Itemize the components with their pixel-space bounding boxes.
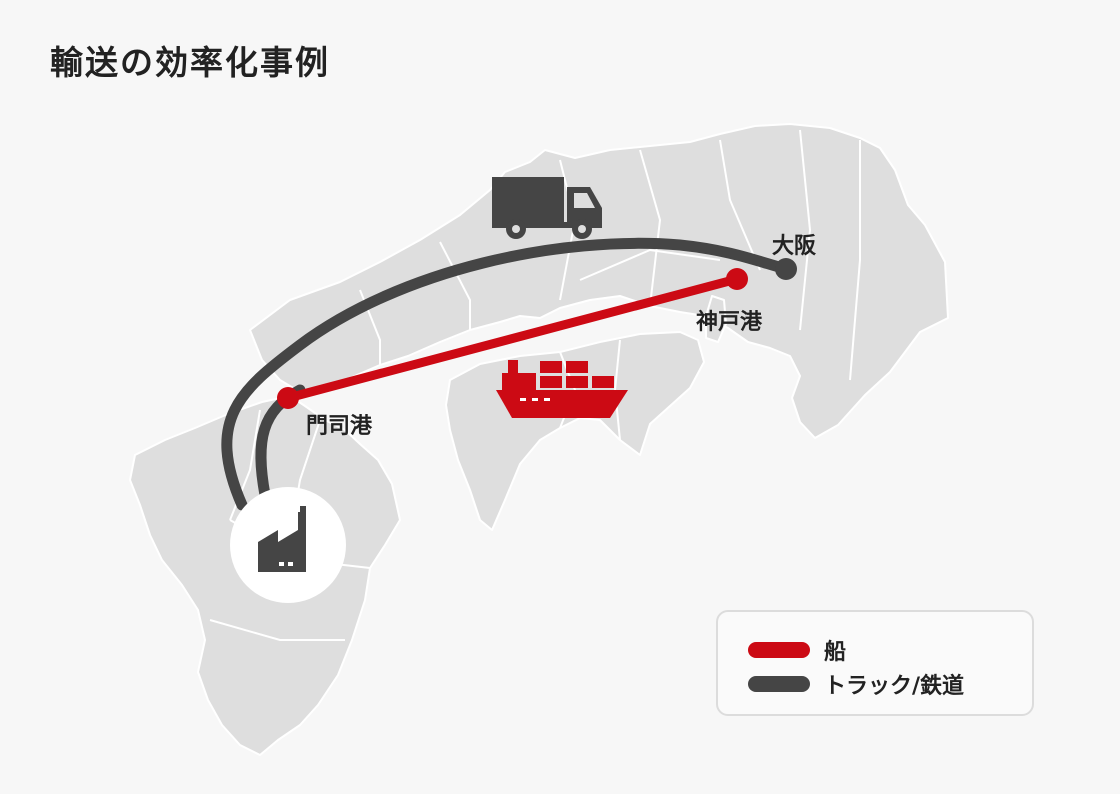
factory-icon [230,487,346,603]
honshu-region [249,123,949,439]
legend-item-truck-rail: トラック/鉄道 [748,668,964,700]
legend: 船 トラック/鉄道 [716,610,1034,716]
moji-point [277,387,299,409]
kobe-point [726,268,748,290]
truck-rail-swatch [748,676,810,692]
truck-rail-route [221,237,792,511]
ship-route [283,274,742,403]
legend-label-ship: 船 [824,640,847,665]
ship-swatch [748,642,810,658]
awaji-island [705,295,727,343]
osaka-label: 大阪 [772,234,817,259]
legend-label-truck-rail: トラック/鉄道 [824,674,965,699]
legend-item-ship: 船 [748,634,846,666]
moji-label: 門司港 [306,414,373,439]
kobe-label: 神戸港 [696,310,763,335]
truck-icon [492,177,602,239]
page-title: 輸送の効率化事例 [50,43,330,82]
ship-icon [496,360,628,418]
osaka-point [775,258,797,280]
